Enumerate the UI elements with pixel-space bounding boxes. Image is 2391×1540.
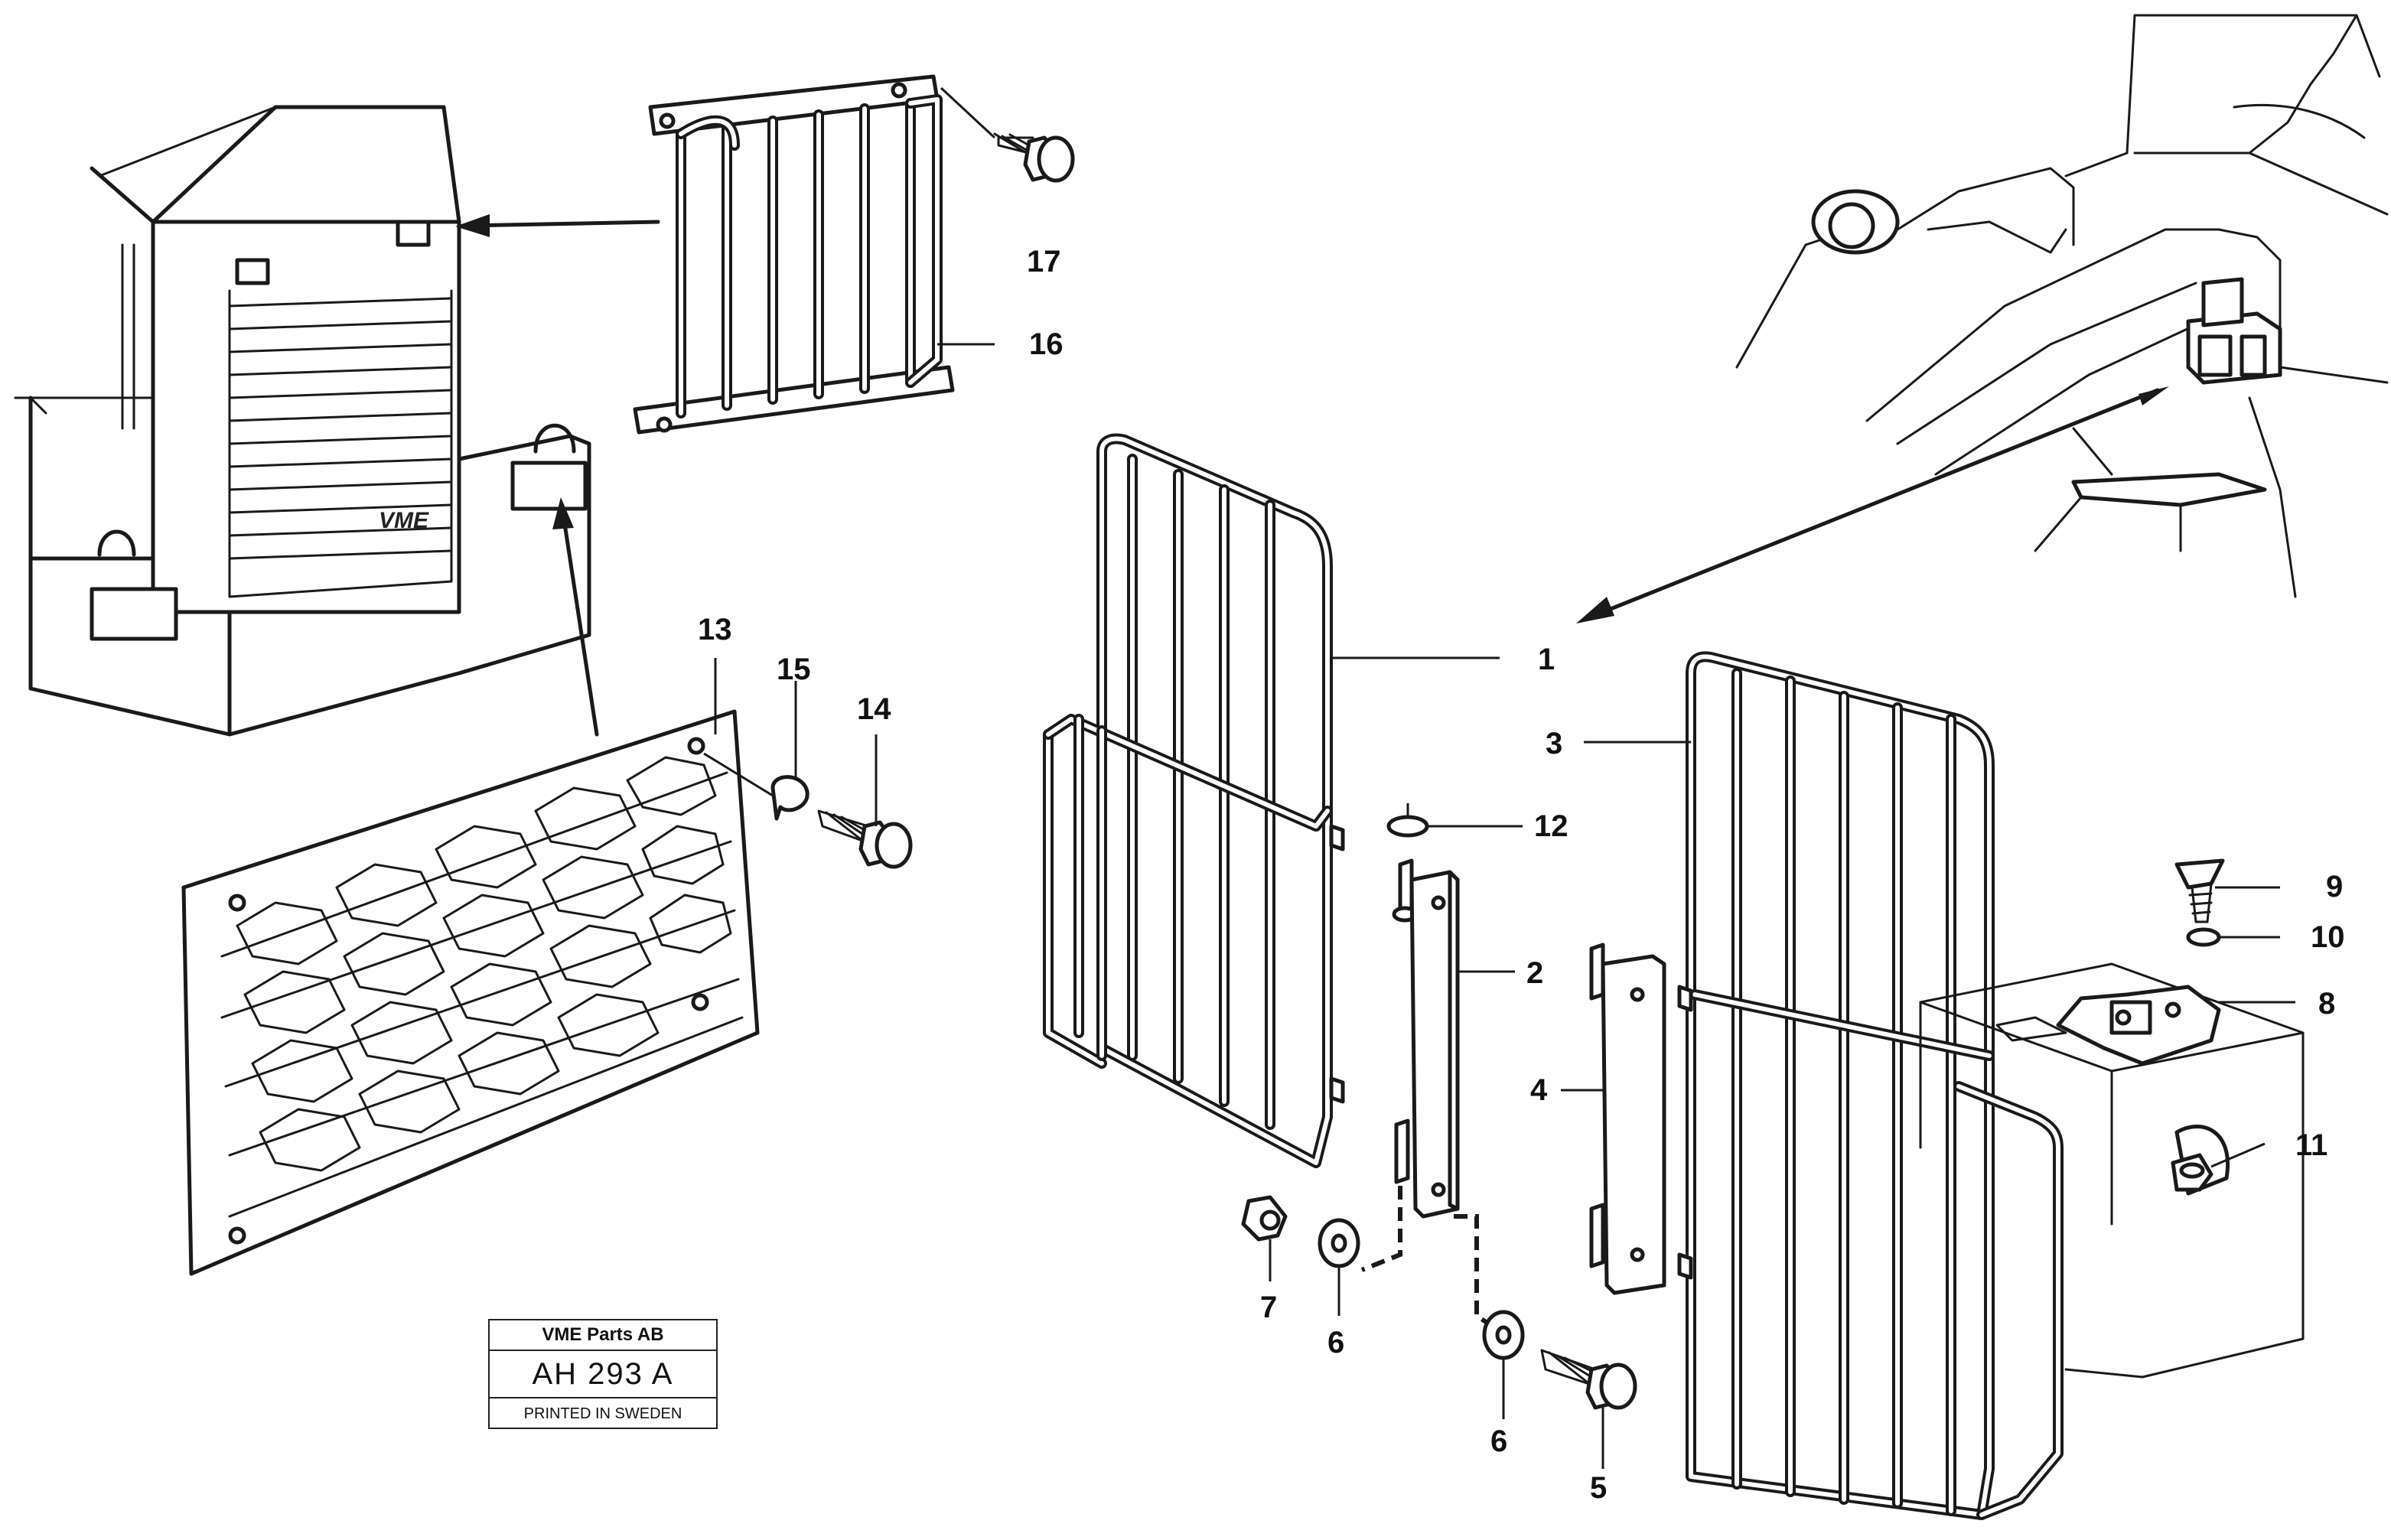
callout-13: 13 (698, 613, 732, 646)
screw-part-9 (2174, 858, 2280, 923)
washer-part-15 (703, 752, 809, 821)
callout-11: 11 (2295, 1128, 2327, 1162)
callout-6-right: 6 (1490, 1424, 1507, 1458)
callout-9: 9 (2326, 870, 2343, 903)
callout-10: 10 (2311, 920, 2345, 954)
bolt-part-17 (940, 86, 1075, 183)
hinge-part-4 (1561, 943, 1666, 1295)
arrow-to-cab-steps (1576, 386, 2169, 623)
svg-text:VME: VME (379, 508, 429, 533)
label-company: VME Parts AB (490, 1320, 716, 1351)
side-guard-part-3 (1584, 651, 2064, 1520)
publisher-label: VME Parts AB AH 293 A PRINTED IN SWEDEN (488, 1319, 718, 1429)
door-guard-part-1 (1043, 433, 1500, 1168)
callout-6-left: 6 (1327, 1326, 1344, 1359)
cab-view (1735, 14, 2389, 598)
label-printed: PRINTED IN SWEDEN (523, 1405, 682, 1422)
callout-12: 12 (1534, 809, 1568, 843)
hinge-part-2 (1360, 858, 1515, 1333)
callout-3: 3 (1546, 727, 1562, 760)
washer-part-6-right (1482, 1310, 1525, 1419)
side-box (1919, 962, 2305, 1379)
guard-part-16 (633, 74, 955, 435)
loader-front-view: VME (14, 105, 591, 737)
bolt-part-14 (817, 809, 913, 869)
latch-part-8 (1995, 985, 2295, 1066)
callout-17: 17 (1027, 245, 1061, 278)
grille-slats (228, 289, 453, 598)
callout-1: 1 (1538, 643, 1555, 676)
callout-16: 16 (1029, 327, 1064, 361)
arrow-to-top-guard (455, 214, 660, 237)
bolt-part-5 (1540, 1349, 1637, 1469)
arrow-to-lamp-guard (552, 497, 599, 737)
washer-part-12 (1386, 803, 1523, 838)
label-code: AH 293 A (490, 1351, 716, 1398)
callout-4: 4 (1530, 1073, 1548, 1107)
washer-part-6-left (1318, 1218, 1360, 1316)
lamp-guard-part-13 (181, 709, 760, 1276)
callout-15: 15 (777, 653, 811, 686)
mesh-cells (236, 756, 732, 1172)
callout-7: 7 (1260, 1291, 1277, 1324)
nut-part-7 (1241, 1195, 1288, 1281)
guard-bars (676, 94, 943, 418)
callout-14: 14 (857, 692, 891, 726)
callout-8: 8 (2318, 987, 2335, 1021)
washer-part-10 (2186, 927, 2280, 947)
callout-labels: 1 2 3 4 5 6 6 7 8 9 10 11 12 13 14 15 16… (698, 245, 2345, 1505)
callout-2: 2 (1526, 956, 1543, 990)
callout-5: 5 (1590, 1471, 1607, 1505)
